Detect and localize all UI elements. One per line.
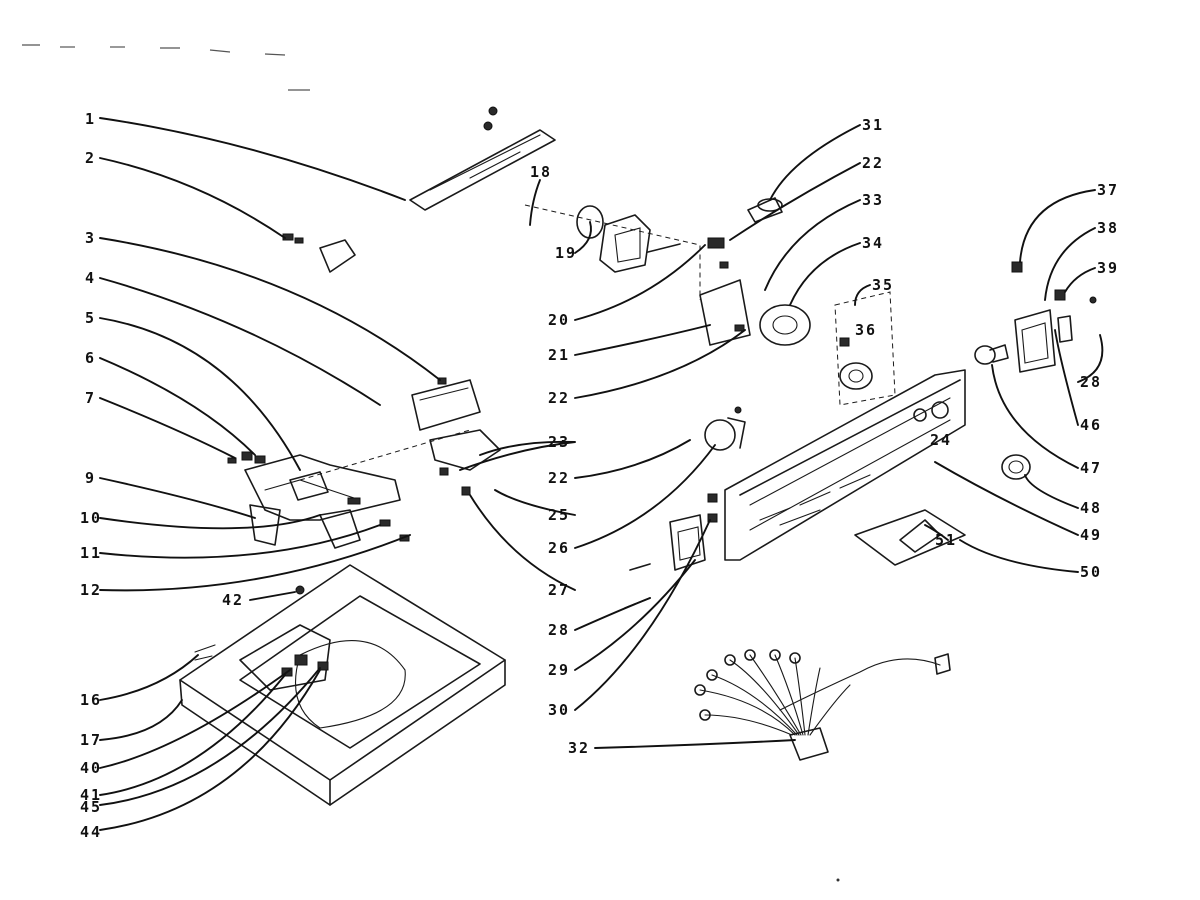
callout-33: 33 xyxy=(862,191,884,209)
callout-16: 16 xyxy=(80,691,102,709)
callout-24: 24 xyxy=(930,431,952,449)
callout-36: 36 xyxy=(855,321,877,339)
callout-20: 20 xyxy=(548,311,570,329)
callout-11: 11 xyxy=(80,544,102,562)
callout-37: 37 xyxy=(1097,181,1119,199)
lid-switch-assembly xyxy=(227,429,471,549)
knob-bracket xyxy=(834,291,896,406)
callout-5: 5 xyxy=(85,309,96,327)
callout-38: 38 xyxy=(1097,219,1119,237)
callout-3: 3 xyxy=(85,229,96,247)
callout-22-lower: 22 xyxy=(548,389,570,407)
timer-motor-group xyxy=(524,204,701,300)
screws xyxy=(624,563,651,609)
callout-49: 49 xyxy=(1080,526,1102,544)
callout-1: 1 xyxy=(85,110,96,128)
callout-32: 32 xyxy=(568,739,590,757)
callout-41: 41 xyxy=(80,786,102,804)
callout-47: 47 xyxy=(1080,459,1102,477)
callout-31: 31 xyxy=(862,116,884,134)
callout-34: 34 xyxy=(862,234,884,252)
knob xyxy=(974,344,1009,365)
wire-clips xyxy=(429,429,501,496)
callout-26: 26 xyxy=(548,539,570,557)
callout-21: 21 xyxy=(548,346,570,364)
small-bracket xyxy=(282,233,356,273)
top-trim-strip xyxy=(409,106,556,211)
callout-9: 9 xyxy=(85,469,96,487)
switch-mount-plate xyxy=(699,197,783,346)
callout-23: 23 xyxy=(548,433,570,451)
callout-6: 6 xyxy=(85,349,96,367)
callout-2: 2 xyxy=(85,149,96,167)
callout-40: 40 xyxy=(80,759,102,777)
callout-28-left: 28 xyxy=(548,621,570,639)
scan-artifacts xyxy=(22,44,310,91)
callout-labels: 1 2 3 4 5 6 7 9 10 11 12 42 16 17 40 41 … xyxy=(80,110,1119,841)
callout-12: 12 xyxy=(80,581,102,599)
callout-22-mid: 22 xyxy=(548,469,570,487)
bezel-ring xyxy=(1001,454,1031,480)
callout-51: 51 xyxy=(935,531,957,549)
callout-44: 44 xyxy=(80,823,102,841)
callout-45: 45 xyxy=(80,798,102,816)
callout-35: 35 xyxy=(872,276,894,294)
water-level-switch xyxy=(1011,261,1097,373)
callout-22-top: 22 xyxy=(862,154,884,172)
wire-harness xyxy=(694,649,951,761)
leader-lines xyxy=(99,117,1104,831)
callout-29: 29 xyxy=(548,661,570,679)
callout-18: 18 xyxy=(530,163,552,181)
relay-bracket xyxy=(669,514,706,571)
callout-7: 7 xyxy=(85,389,96,407)
callout-27: 27 xyxy=(548,581,570,599)
callout-46: 46 xyxy=(1080,416,1102,434)
callout-39: 39 xyxy=(1097,259,1119,277)
callout-19: 19 xyxy=(555,244,577,262)
control-panel xyxy=(707,369,966,561)
selector-switch xyxy=(759,304,811,346)
callout-25: 25 xyxy=(548,506,570,524)
pressure-switch xyxy=(704,406,746,451)
callout-50: 50 xyxy=(1080,563,1102,581)
callout-10: 10 xyxy=(80,509,102,527)
callout-30: 30 xyxy=(548,701,570,719)
callout-42: 42 xyxy=(222,591,244,609)
scan-dot xyxy=(836,878,840,882)
callout-4: 4 xyxy=(85,269,96,287)
hinge-plate xyxy=(411,377,481,431)
callout-48: 48 xyxy=(1080,499,1102,517)
callout-28-right: 28 xyxy=(1080,373,1102,391)
callout-17: 17 xyxy=(80,731,102,749)
